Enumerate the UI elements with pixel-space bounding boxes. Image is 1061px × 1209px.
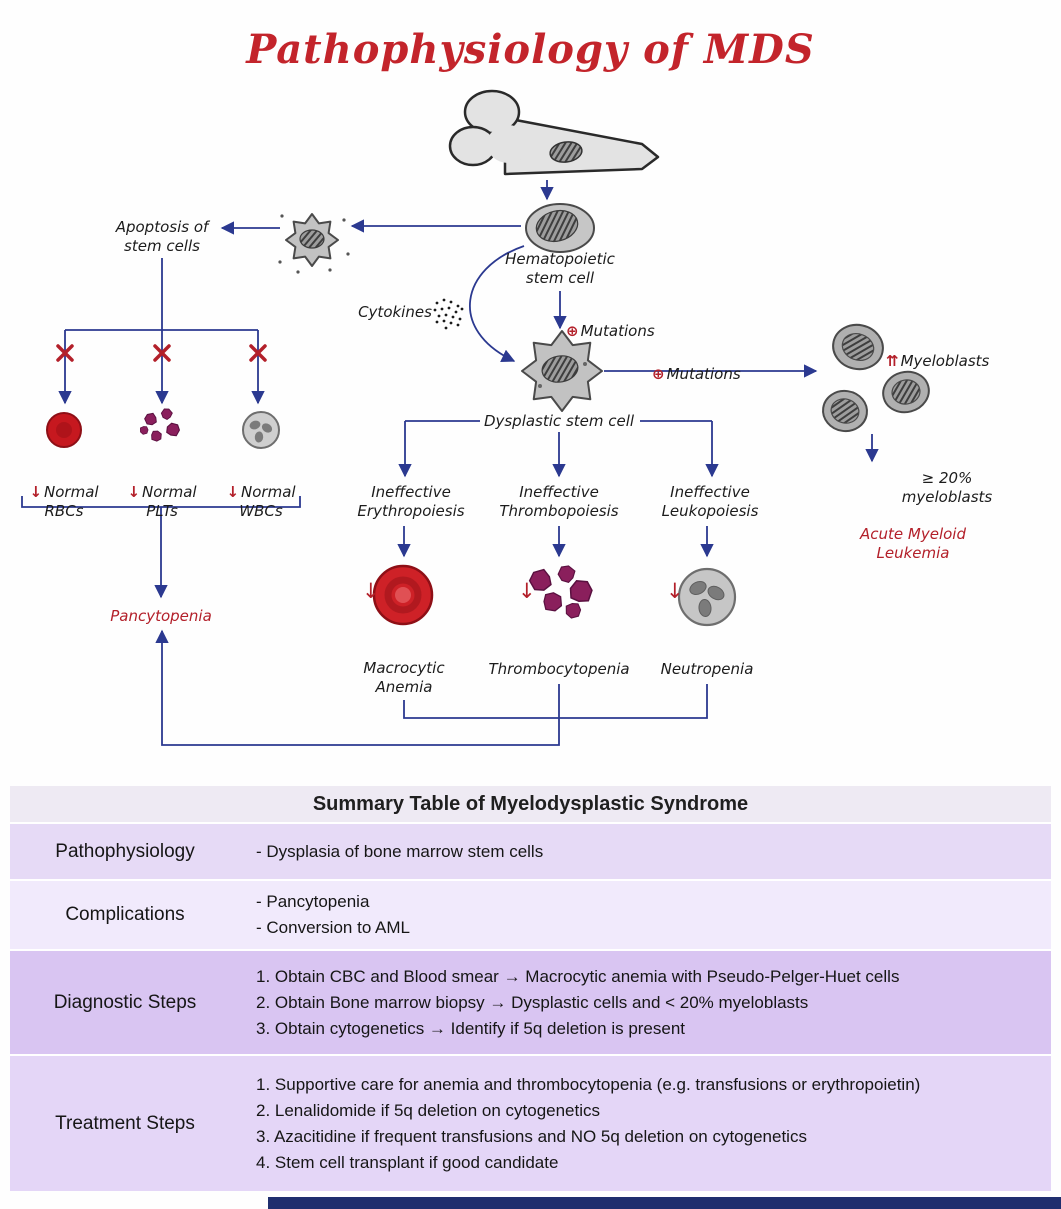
circled-plus-icon: ⊕: [566, 322, 579, 340]
double-up-arrow-icon: ⇈: [886, 352, 899, 370]
thrombocytopenia-label: Thrombocytopenia: [488, 660, 630, 678]
content-line: 4. Stem cell transplant if good candidat…: [256, 1152, 559, 1172]
bottom-border-bar: [268, 1197, 1061, 1209]
row-label: Pathophysiology: [55, 840, 195, 862]
cytokines-dots: [433, 298, 464, 330]
row-label: Complications: [65, 904, 185, 925]
content-line: 2. Obtain Bone marrow biopsy → Dysplasti…: [256, 992, 809, 1012]
hsc-label: Hematopoietic stem cell: [505, 250, 615, 287]
flow-arrows: [21, 180, 879, 746]
content-line: 3. Azacitidine if frequent transfusions …: [256, 1126, 807, 1146]
content-line: - Pancytopenia: [256, 892, 370, 911]
mutations-label-1: ⊕Mutations: [566, 303, 655, 341]
content-line: 2. Lenalidomide if 5q deletion on cytoge…: [256, 1100, 601, 1120]
dysplastic-stem-cell-graphic: [521, 330, 603, 412]
summary-table: Summary Table of Myelodysplastic Syndrom…: [10, 786, 1051, 1191]
thrombocytopenia-platelets-graphic: [526, 562, 599, 622]
table-row-pathophysiology: Pathophysiology - Dysplasia of bone marr…: [10, 822, 1051, 879]
table-row-treatment-steps: Treatment Steps 1. Supportive care for a…: [10, 1054, 1051, 1191]
table-row-diagnostic-steps: Diagnostic Steps 1. Obtain CBC and Blood…: [10, 949, 1051, 1054]
down-arrow-icon: ↓: [666, 579, 684, 603]
row-label: Diagnostic Steps: [53, 991, 197, 1013]
normal-plts-label: ↓Normal PLTs: [116, 464, 208, 521]
macrocytic-rbc-graphic: [372, 564, 434, 626]
mutations-text: Mutations: [666, 365, 741, 383]
myeloblasts-label: ⇈Myeloblasts: [886, 333, 989, 371]
dysplastic-label: Dysplastic stem cell: [483, 412, 635, 430]
ineffective-erythropoiesis-label: Ineffective Erythropoiesis: [357, 483, 465, 520]
row-content: 1. Obtain CBC and Blood smear → Macrocyt…: [240, 951, 1051, 1054]
apoptosis-label: Apoptosis of stem cells: [115, 218, 209, 255]
mds-pathophysiology-diagram: Apoptosis of stem cells Hematopoietic st…: [18, 89, 993, 746]
content-line: 3. Obtain cytogenetics → Identify if 5q …: [256, 1018, 686, 1038]
row-label: Treatment Steps: [55, 1112, 195, 1134]
diagram-canvas: [21, 89, 930, 746]
down-arrow-icon: ↓: [127, 483, 141, 501]
mutations-label-2: ⊕Mutations: [652, 346, 741, 384]
platelets-graphic: [137, 407, 183, 445]
bone-illustration: [448, 89, 660, 176]
normal-rbcs-label: ↓Normal RBCs: [18, 464, 110, 521]
content-line: - Conversion to AML: [256, 918, 411, 937]
table-title: Summary Table of Myelodysplastic Syndrom…: [10, 786, 1051, 822]
myeloblast-threshold-label: ≥ 20% myeloblasts: [901, 469, 993, 506]
wbc-graphic: [242, 411, 280, 449]
neutrophil-graphic: [677, 567, 737, 627]
row-content: - Pancytopenia - Conversion to AML: [240, 881, 1051, 949]
hematopoietic-stem-cell-graphic: [525, 203, 595, 253]
page-title: Pathophysiology of MDS: [246, 26, 815, 73]
row-content: 1. Supportive care for anemia and thromb…: [240, 1056, 1051, 1191]
ineffective-leukopoiesis-label: Ineffective Leukopoiesis: [661, 483, 759, 520]
down-arrow-icon: ↓: [226, 483, 240, 501]
myeloblasts-text: Myeloblasts: [900, 352, 990, 370]
table-row-complications: Complications - Pancytopenia - Conversio…: [10, 879, 1051, 949]
normal-rbcs-text: Normal RBCs: [44, 483, 99, 520]
down-arrow-icon: ↓: [362, 579, 380, 603]
circled-plus-icon: ⊕: [652, 365, 665, 383]
cytokines-label: Cytokines: [358, 303, 432, 321]
content-line: 1. Supportive care for anemia and thromb…: [256, 1074, 921, 1094]
myeloblasts-graphic: [822, 323, 930, 433]
content-line: - Dysplasia of bone marrow stem cells: [256, 841, 544, 861]
aml-label: Acute Myeloid Leukemia: [860, 525, 966, 562]
apoptotic-cell-graphic: [278, 213, 350, 274]
normal-wbcs-text: Normal WBCs: [239, 483, 296, 520]
mutations-text: Mutations: [580, 322, 655, 340]
rbc-graphic: [46, 412, 82, 448]
normal-plts-text: Normal PLTs: [142, 483, 197, 520]
macrocytic-anemia-label: Macrocytic Anemia: [363, 659, 445, 696]
blocked-x-icons: [56, 344, 267, 362]
neutropenia-label: Neutropenia: [660, 660, 754, 678]
down-arrow-icon: ↓: [518, 579, 536, 603]
content-line: 1. Obtain CBC and Blood smear → Macrocyt…: [256, 966, 900, 986]
down-arrow-icon: ↓: [29, 483, 43, 501]
ineffective-thrombopoiesis-label: Ineffective Thrombopoiesis: [499, 483, 619, 520]
row-content: - Dysplasia of bone marrow stem cells: [240, 824, 1051, 879]
normal-wbcs-label: ↓Normal WBCs: [215, 464, 307, 521]
pancytopenia-label: Pancytopenia: [110, 607, 212, 625]
